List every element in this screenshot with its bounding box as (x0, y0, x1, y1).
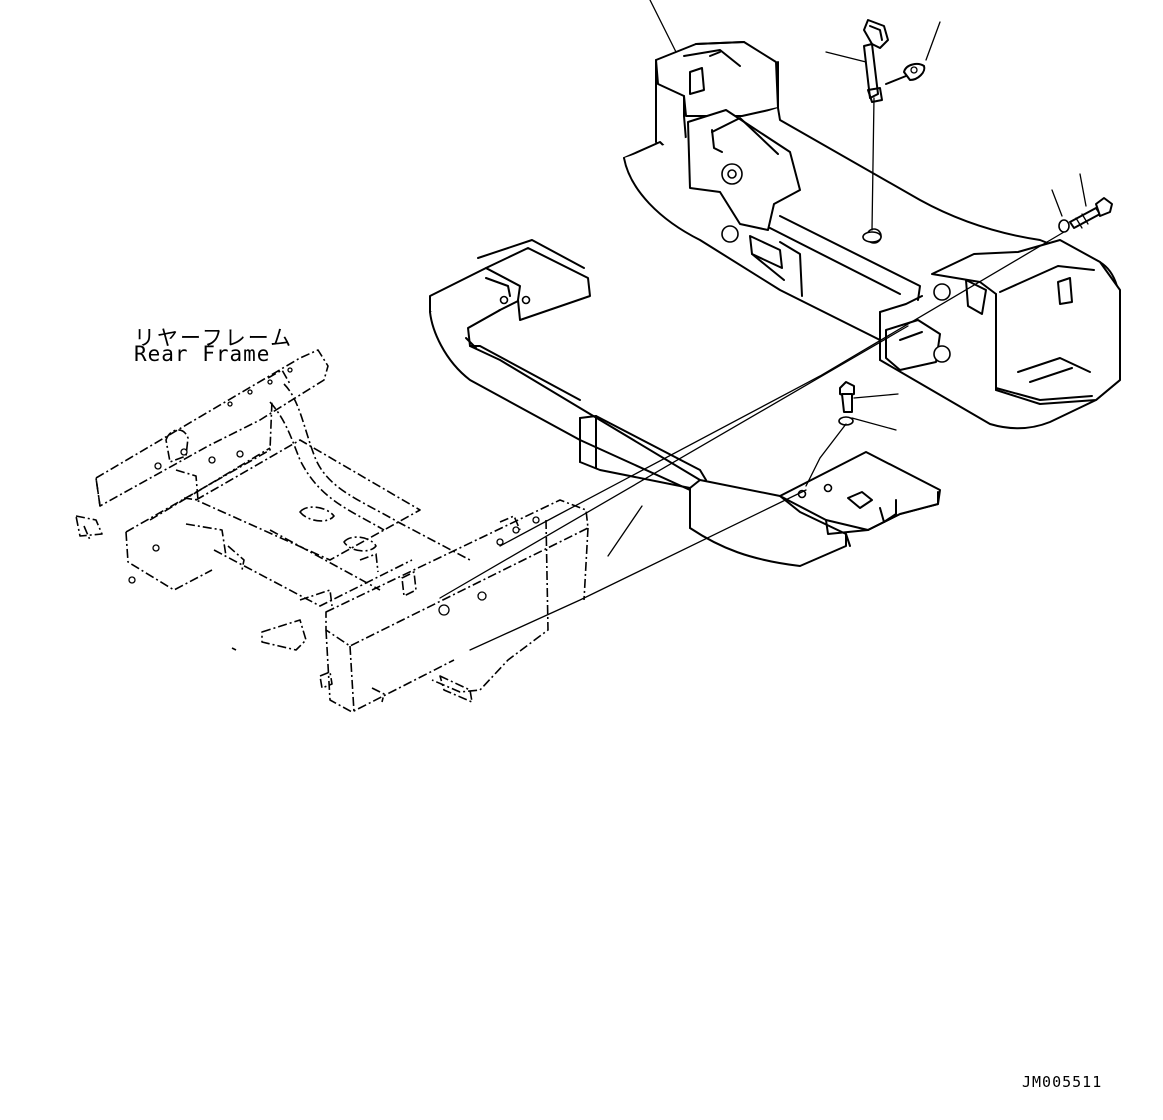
rear-frame-label-en: Rear Frame (134, 342, 271, 366)
rear-frame (75, 349, 589, 713)
leader-lines (607, 0, 1087, 557)
bolt-right (1069, 197, 1113, 229)
bolt-lower (839, 381, 855, 413)
washer-right (1058, 219, 1070, 233)
lower-counterweight (429, 239, 941, 567)
upper-counterweight (623, 41, 1121, 430)
drawing-id: JM005511 (1022, 1073, 1103, 1091)
rear-frame-label-jp: リヤーフレーム (134, 326, 294, 350)
center-lines (439, 97, 1065, 651)
lock-pin (885, 63, 926, 85)
lifting-pin (863, 19, 889, 103)
